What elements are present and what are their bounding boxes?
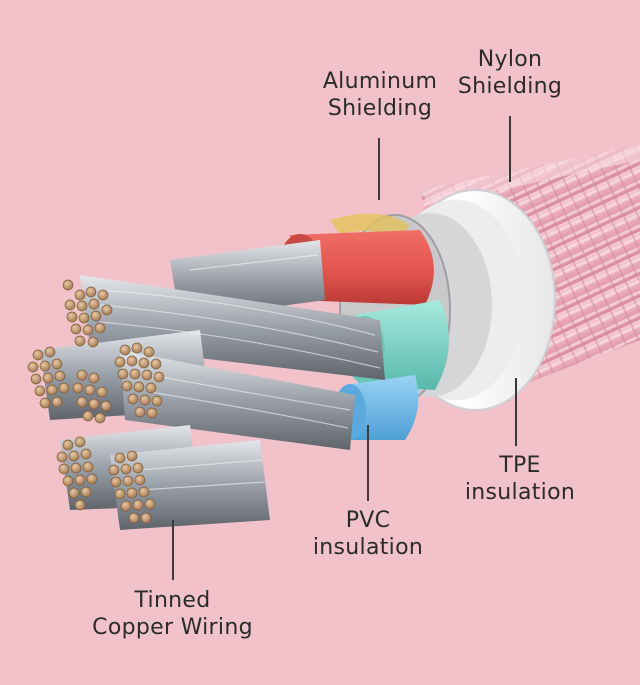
nylon-shielding-label: Nylon Shielding <box>457 47 563 99</box>
nylon-leader-line <box>509 116 511 182</box>
aluminum-shielding-label: Aluminum Shielding <box>322 69 438 121</box>
copper-leader-line <box>172 520 174 580</box>
tpe-leader-line <box>515 378 517 446</box>
tinned-copper-wiring-label: Tinned Copper Wiring <box>92 588 253 640</box>
tpe-insulation-label: TPE insulation <box>464 453 576 505</box>
aluminum-leader-line <box>378 138 380 200</box>
pvc-insulation-label: PVC insulation <box>312 508 424 560</box>
pvc-leader-line <box>367 425 369 501</box>
copper-strand-ends <box>27 279 165 524</box>
